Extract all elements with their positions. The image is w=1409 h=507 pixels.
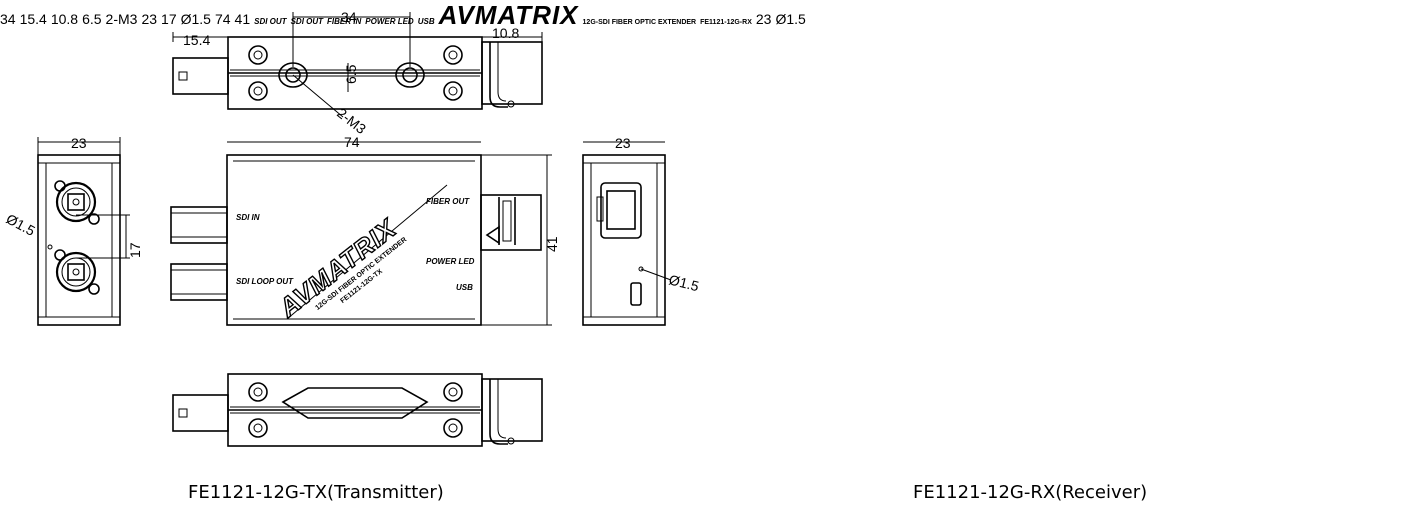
tx-fiber-label: FIBER OUT: [426, 197, 470, 206]
tx-left-ext-dim: 15.4: [183, 32, 210, 48]
rx-group: 34 15.4 10.8 6.5 2-M3 23 17 Ø1.5 74 41 S…: [0, 0, 806, 30]
rx-led-hole-dim: Ø1.5: [180, 11, 211, 27]
rx-port-bottom-label: SDI OUT: [290, 17, 324, 26]
tx-fiber-pitch-dim: 17: [127, 242, 143, 258]
tx-usb-label: USB: [456, 283, 473, 292]
rx-fiber-label: FIBER IN: [327, 17, 362, 26]
tx-hole-spacing-dim: 34: [341, 9, 357, 25]
rx-usb-label: USB: [417, 17, 435, 26]
rx-hole-spacing-dim: 34: [0, 11, 16, 27]
rx-usb-side-depth-dim: 23: [755, 11, 772, 27]
tx-usb-led-hole-dim: Ø1.5: [667, 271, 701, 294]
rx-brand-logo: AVMATRIX: [438, 0, 579, 30]
tx-port-top-label: SDI IN: [236, 213, 260, 222]
tx-side-depth-dim: 23: [71, 135, 87, 151]
rx-port-top-label: SDI OUT: [254, 17, 287, 26]
tx-port-bottom-label: SDI LOOP OUT: [236, 277, 294, 286]
rx-model-label: FE1121-12G-RX: [700, 19, 752, 26]
rx-height-dim: 41: [234, 11, 251, 27]
tx-right-ext-dim: 10.8: [492, 25, 519, 41]
tx-bottom-view: [172, 373, 543, 447]
rx-power-led-label: POWER LED: [365, 17, 414, 26]
tx-power-led-label: POWER LED: [426, 257, 475, 266]
rx-product-line: 12G-SDI FIBER OPTIC EXTENDER: [582, 19, 697, 26]
rx-caption: FE1121-12G-RX(Receiver): [913, 482, 1148, 503]
tx-front-view: [170, 141, 552, 326]
rx-screw-spec: 2-M3: [105, 11, 138, 27]
tx-top-view: [172, 12, 543, 118]
tx-side-usb-view: [582, 141, 672, 326]
tx-height-dim: 41: [544, 236, 560, 252]
tx-led-hole-dim: Ø1.5: [4, 211, 38, 239]
rx-left-ext-dim: 15.4: [19, 11, 47, 27]
tx-caption: FE1121-12G-TX(Transmitter): [188, 482, 444, 503]
rx-hole-offset-dim: 6.5: [82, 11, 102, 27]
tx-usb-side-depth-dim: 23: [615, 135, 631, 151]
rx-brand-block: AVMATRIX 12G-SDI FIBER OPTIC EXTENDER FE…: [439, 0, 756, 30]
tx-width-dim: 74: [344, 134, 360, 150]
rx-right-ext-dim: 10.8: [50, 11, 79, 27]
rx-side-depth-dim: 23: [141, 11, 158, 27]
rx-width-dim: 74: [214, 11, 231, 27]
rx-fiber-pitch-dim: 17: [161, 11, 177, 27]
tx-hole-offset-dim: 6.5: [343, 64, 359, 84]
rx-usb-led-hole-dim: Ø1.5: [775, 11, 806, 27]
tx-side-fiber-view: [36, 137, 132, 327]
tx-brand-logo: AVMATRIX: [272, 213, 402, 324]
